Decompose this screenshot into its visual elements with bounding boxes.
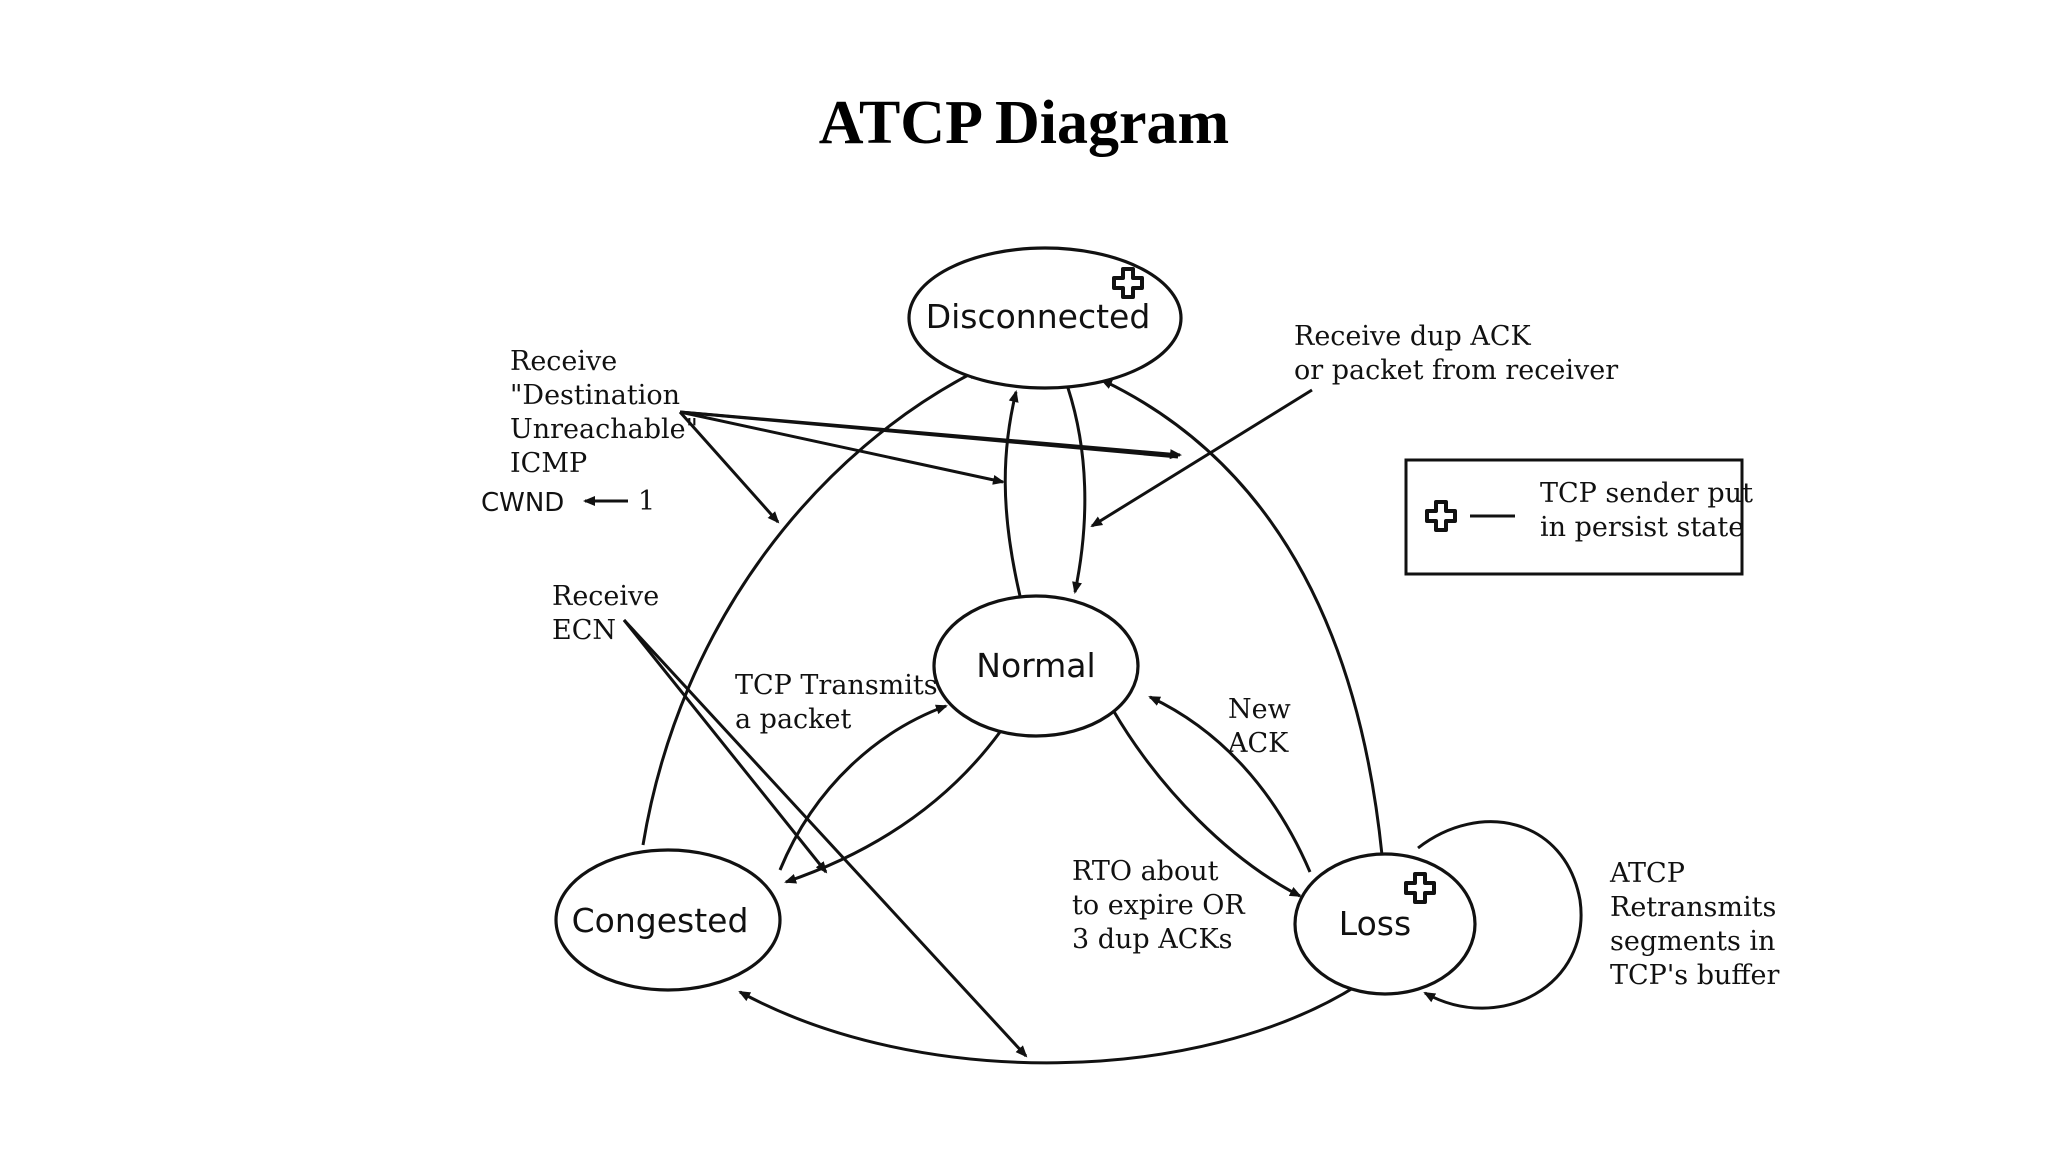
state-congested: Congested <box>554 848 782 992</box>
annotation-new-ack: New ACK <box>1227 694 1291 759</box>
pointer-icmp-1 <box>678 411 780 524</box>
annotation-line: segments in <box>1610 926 1775 957</box>
edges <box>583 368 1583 1065</box>
annotation-line: TCP's buffer <box>1610 960 1780 991</box>
edge-normal-to-congested <box>784 731 1002 884</box>
annotation-line: New <box>1228 694 1291 725</box>
edge-congested-to-normal <box>778 704 948 871</box>
annotation-destination-unreachable: Receive "Destination Unreachable" ICMP C… <box>481 346 698 518</box>
annotation-line: to expire OR <box>1072 890 1245 921</box>
legend: TCP sender put in persist state <box>1404 458 1753 576</box>
legend-line: TCP sender put <box>1540 478 1753 509</box>
state-disconnected: Disconnected <box>907 246 1183 390</box>
pointer-ecn-1 <box>622 619 828 874</box>
edge-normal-to-disconnected <box>1003 390 1022 597</box>
annotation-receive-ecn: Receive ECN <box>552 581 659 646</box>
state-label-congested: Congested <box>572 901 749 940</box>
annotation-atcp-retransmits: ATCP Retransmits segments in TCP's buffe… <box>1609 858 1780 991</box>
annotation-line: RTO about <box>1072 856 1219 887</box>
annotation-line: "Destination <box>510 380 680 411</box>
annotation-line: a packet <box>735 704 852 735</box>
edge-disconnected-to-normal <box>1066 387 1087 594</box>
edge-loss-to-disconnected <box>1100 378 1384 856</box>
annotation-line: TCP Transmits <box>735 670 938 701</box>
annotation-line: ATCP <box>1609 858 1685 889</box>
pointer-ecn-2 <box>622 618 1028 1058</box>
state-label-loss: Loss <box>1339 904 1411 943</box>
pointer-icmp-2 <box>679 410 1005 485</box>
annotation-line: 3 dup ACKs <box>1072 924 1232 955</box>
annotation-line: ICMP <box>510 448 587 479</box>
annotation-line: ECN <box>552 615 616 646</box>
cwnd-label: CWND <box>481 488 564 518</box>
plus-icon <box>1404 872 1436 904</box>
annotation-line: or packet from receiver <box>1294 355 1618 386</box>
annotation-line: Retransmits <box>1610 892 1776 923</box>
annotation-line: Receive dup ACK <box>1294 321 1532 352</box>
edge-loss-self-loop <box>1417 820 1583 1010</box>
annotation-line: Unreachable" <box>510 414 698 445</box>
pointer-dup-ack <box>1090 388 1313 528</box>
edge-normal-to-loss <box>1111 709 1302 898</box>
state-loss: Loss <box>1293 852 1477 996</box>
edge-loss-to-congested <box>738 983 1359 1065</box>
state-label-normal: Normal <box>976 646 1095 685</box>
annotation-receive-dup-ack: Receive dup ACK or packet from receiver <box>1294 321 1618 386</box>
annotation-line: Receive <box>510 346 617 377</box>
cwnd-value: 1 <box>638 486 655 517</box>
pointer-icmp-4 <box>679 410 1179 459</box>
annotation-line: ACK <box>1227 728 1289 759</box>
annotation-rto: RTO about to expire OR 3 dup ACKs <box>1072 856 1245 955</box>
annotation-tcp-transmits: TCP Transmits a packet <box>735 670 938 735</box>
state-normal: Normal <box>932 594 1140 738</box>
plus-icon <box>1425 500 1457 532</box>
annotation-line: Receive <box>552 581 659 612</box>
state-label-disconnected: Disconnected <box>926 297 1151 336</box>
edge-loss-to-normal <box>1148 695 1312 873</box>
legend-line: in persist state <box>1540 512 1744 543</box>
page-title: ATCP Diagram <box>818 89 1230 157</box>
plus-icon <box>1112 267 1144 299</box>
edge-congested-to-disconnected <box>641 368 980 846</box>
